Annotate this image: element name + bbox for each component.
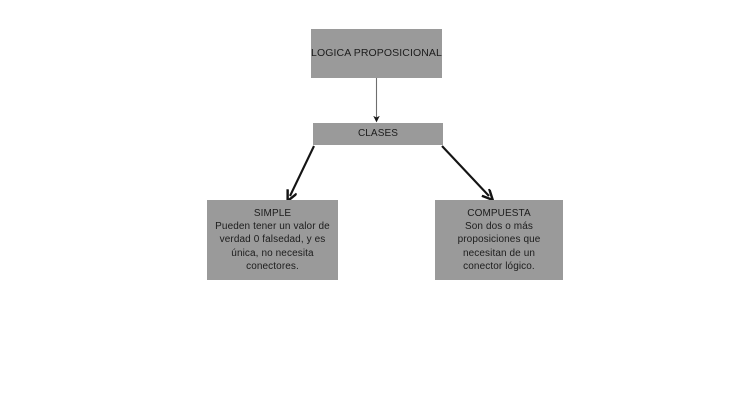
node-logica-proposicional[interactable]: LOGICA PROPOSICIONAL xyxy=(311,29,442,78)
node-clases[interactable]: CLASES xyxy=(313,123,443,145)
node-root-title: LOGICA PROPOSICIONAL xyxy=(311,46,442,59)
connector-clases-to-compuesta xyxy=(441,145,489,196)
node-compuesta-title: COMPUESTA xyxy=(467,208,531,220)
node-simple-title: SIMPLE xyxy=(253,208,292,220)
node-simple[interactable]: SIMPLE Pueden tener un valor de verdad 0… xyxy=(207,200,338,280)
node-simple-body: Pueden tener un valor de verdad 0 falsed… xyxy=(215,221,330,272)
node-compuesta-body: Son dos o más proposiciones que necesita… xyxy=(457,221,541,272)
connector-clases-to-simple xyxy=(290,145,315,196)
node-compuesta[interactable]: COMPUESTA Son dos o más proposiciones qu… xyxy=(435,200,563,280)
node-clases-title: CLASES xyxy=(357,128,399,140)
